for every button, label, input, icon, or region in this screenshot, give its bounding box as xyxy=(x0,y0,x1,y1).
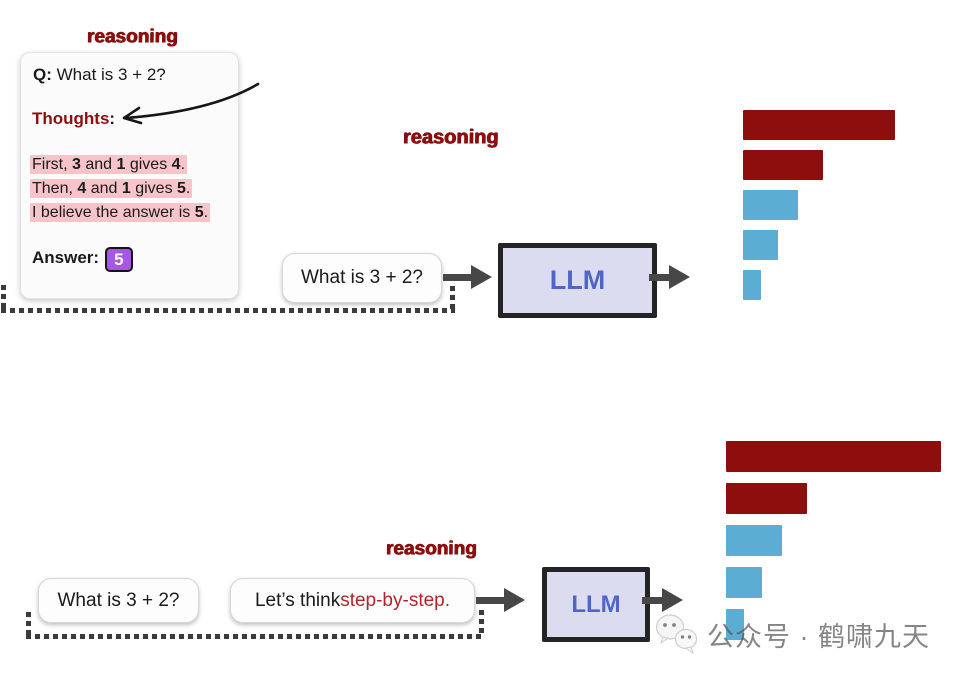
output-distribution-chart-bottom xyxy=(726,441,941,651)
card-question: Q: What is 3 + 2? xyxy=(33,65,166,85)
question-prefix: Q: xyxy=(33,65,52,84)
exemplar-card: Q: What is 3 + 2? Thoughts: First, 3 and… xyxy=(20,52,239,299)
bar-4 xyxy=(726,567,762,598)
dashed-connector xyxy=(479,610,484,636)
question-box-top: What is 3 + 2? xyxy=(282,253,442,303)
arrow-from-llm-bottom-head xyxy=(662,588,683,612)
output-distribution-chart-top xyxy=(743,110,895,310)
thought-line-2: Then, 4 and 1 gives 5. xyxy=(30,179,193,198)
bar-5 xyxy=(743,270,761,300)
bar-4 xyxy=(743,230,778,260)
watermark: 公众号 · 鹤啸九天 xyxy=(654,613,930,655)
dashed-connector xyxy=(26,634,484,639)
llm-box-bottom: LLM xyxy=(542,567,650,642)
bar-3 xyxy=(743,190,798,220)
bar-1 xyxy=(726,441,941,472)
bar-5 xyxy=(726,609,744,640)
dashed-connector xyxy=(1,308,455,313)
watermark-text: 公众号 · 鹤啸九天 xyxy=(707,621,930,652)
step-by-step-prompt-box: Let’s think step-by-step. xyxy=(230,578,475,623)
arrow-to-llm-top-head xyxy=(471,265,492,289)
question-box-bottom-text: What is 3 + 2? xyxy=(57,589,180,611)
reasoning-label-bottom: reasoning xyxy=(385,538,478,559)
llm-label-top: LLM xyxy=(549,265,606,295)
llm-label-bottom: LLM xyxy=(571,590,621,618)
bar-3 xyxy=(726,525,782,556)
question-text: What is 3 + 2? xyxy=(51,65,166,84)
answer-row: Answer: 5 xyxy=(32,247,133,272)
dashed-connector xyxy=(450,286,455,310)
arrow-from-llm-top xyxy=(649,274,671,281)
prompt-prefix: Let’s think xyxy=(254,589,341,611)
wechat-icon xyxy=(655,614,698,655)
bar-1 xyxy=(743,110,895,140)
answer-label: Answer: xyxy=(32,248,100,267)
thoughts-colon: : xyxy=(109,109,116,128)
arrow-to-llm-bottom-head xyxy=(504,588,525,612)
bar-2 xyxy=(726,483,807,514)
thought-lines: First, 3 and 1 gives 4. Then, 4 and 1 gi… xyxy=(30,153,211,225)
question-box-top-text: What is 3 + 2? xyxy=(301,267,423,288)
answer-chip: 5 xyxy=(105,247,133,272)
dashed-connector xyxy=(26,612,31,636)
thoughts-word: Thoughts xyxy=(32,109,110,128)
arrow-from-llm-bottom xyxy=(642,597,664,604)
reasoning-label-top: reasoning xyxy=(86,26,179,47)
arrow-to-llm-top xyxy=(443,274,473,281)
thought-line-3: I believe the answer is 5. xyxy=(30,203,211,222)
thoughts-heading: Thoughts: xyxy=(32,109,115,129)
bar-2 xyxy=(743,150,823,180)
curved-annotation-arrow xyxy=(122,82,260,125)
llm-box-top: LLM xyxy=(498,243,657,318)
thought-line-1: First, 3 and 1 gives 4. xyxy=(30,155,188,174)
prompt-highlight: step-by-step. xyxy=(340,589,451,611)
arrow-to-llm-bottom xyxy=(476,597,506,604)
question-box-bottom: What is 3 + 2? xyxy=(38,578,199,623)
dashed-connector xyxy=(1,285,6,311)
reasoning-label-middle: reasoning xyxy=(402,126,499,148)
arrow-from-llm-top-head xyxy=(669,265,690,289)
